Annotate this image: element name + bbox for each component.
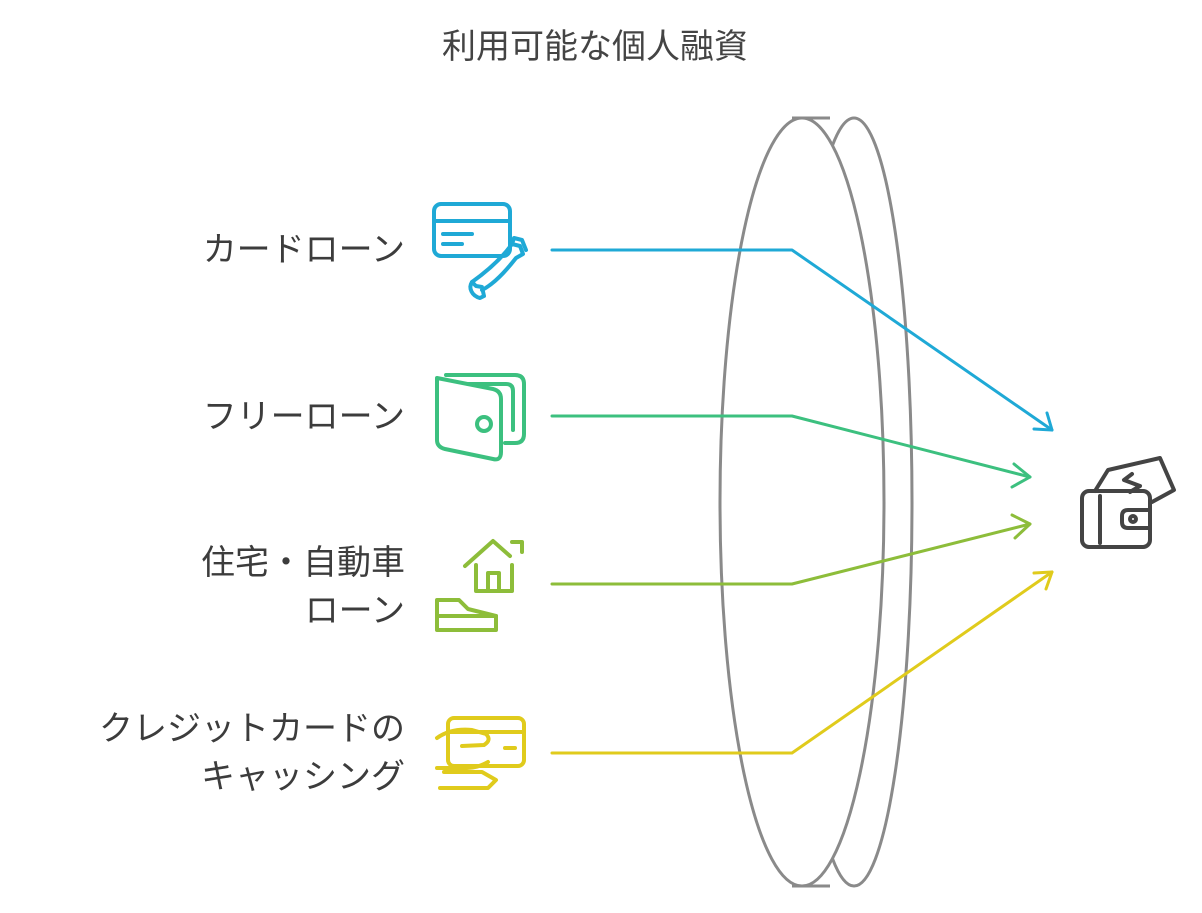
flow-home-auto-loan: [550, 513, 1032, 586]
label-credit-cashing-line2: キャッシング: [201, 757, 405, 797]
label-card-loan: カードローン: [203, 230, 405, 270]
flow-credit-cashing: [550, 570, 1054, 755]
label-credit-cashing-line1: クレジットカードの: [99, 709, 405, 749]
label-home-auto-loan-line1: 住宅・自動車: [201, 543, 405, 583]
card-hand-icon: [435, 716, 526, 790]
flow-card-loan: [550, 248, 1054, 432]
flow-free-loan: [550, 414, 1032, 489]
labels: カードローン フリーローン 住宅・自動車 ローン クレジットカードの キャッシン…: [99, 230, 405, 797]
label-free-loan: フリーローン: [203, 397, 405, 437]
flow-lines: [550, 248, 1054, 755]
wallet-icon: [435, 373, 526, 462]
wallet-money-icon: [1080, 456, 1176, 549]
credit-card-phone-icon: [432, 202, 528, 300]
house-car-icon: [435, 539, 524, 632]
label-home-auto-loan-line2: ローン: [305, 591, 405, 631]
diagram-title: 利用可能な個人融資: [442, 27, 748, 67]
lens-disc: [718, 116, 914, 888]
